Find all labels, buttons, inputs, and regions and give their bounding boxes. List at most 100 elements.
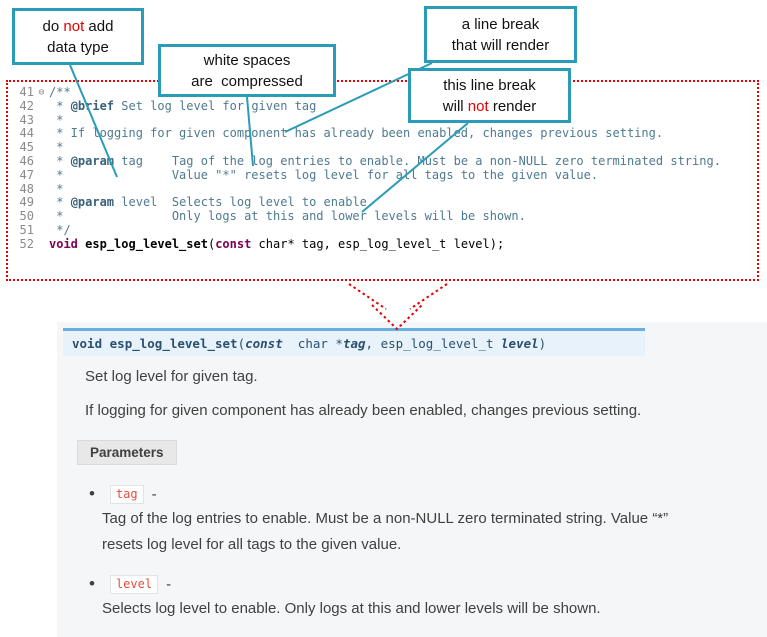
code-line: 51 */ bbox=[8, 222, 757, 238]
line-number: 43 bbox=[19, 112, 34, 127]
line-number: 52 bbox=[19, 236, 34, 251]
code-line: 48 * bbox=[8, 181, 757, 197]
code-line: 41⊖/** bbox=[8, 85, 757, 100]
code-segment: char* tag, esp_log_level_t level); bbox=[251, 236, 505, 251]
bullet-icon bbox=[89, 574, 95, 594]
code-segment: void bbox=[49, 236, 78, 251]
callout-no-data-type: do not add data type bbox=[12, 8, 144, 65]
param-description: Selects log level to enable. Only logs a… bbox=[102, 600, 601, 617]
render-arrow-right-edge bbox=[409, 283, 448, 310]
callout-text: will bbox=[442, 97, 468, 115]
signature-segment: tag bbox=[342, 336, 366, 351]
callout-text-line: that will render bbox=[451, 36, 550, 54]
line-number: 42 bbox=[19, 98, 34, 113]
function-signature-text: void esp_log_level_set(const char *tag, … bbox=[72, 336, 546, 351]
code-segment: @brief bbox=[70, 98, 115, 113]
code-text: */ bbox=[49, 222, 757, 238]
callout-text-line: data type bbox=[47, 38, 109, 56]
callout-text-line: white spaces bbox=[203, 51, 291, 69]
code-text: * Only logs at this and lower levels wil… bbox=[49, 209, 757, 224]
callout-text: do bbox=[42, 17, 64, 35]
line-number: 49 bbox=[19, 195, 34, 210]
bullet-icon bbox=[89, 484, 95, 504]
code-line: 44 * If logging for given component has … bbox=[8, 126, 757, 141]
callout-text-line: will not render bbox=[443, 96, 536, 117]
code-segment: * bbox=[49, 195, 71, 210]
signature-segment: void bbox=[72, 336, 110, 351]
fold-spacer bbox=[34, 100, 49, 114]
code-line: 46 * @param tag Tag of the log entries t… bbox=[8, 153, 757, 169]
code-segment: * bbox=[49, 98, 71, 113]
code-text: * bbox=[49, 112, 757, 128]
param-dash: - bbox=[166, 575, 172, 593]
code-segment: /** bbox=[49, 85, 71, 99]
param-description: Tag of the log entries to enable. Must b… bbox=[102, 510, 669, 553]
param-name-chip: tag bbox=[109, 484, 144, 504]
code-text: * @brief Set log level for given tag bbox=[49, 98, 757, 114]
callout-whitespace-compressed: white spaces are compressed bbox=[158, 44, 336, 97]
code-line: 52 void esp_log_level_set(const char* tag… bbox=[8, 236, 757, 252]
param-name-chip: level bbox=[109, 574, 159, 594]
fold-spacer bbox=[34, 155, 49, 169]
render-arrow-left-edge bbox=[348, 283, 387, 310]
line-number: 46 bbox=[19, 153, 34, 168]
callout-text-line: do not add bbox=[43, 16, 114, 37]
param-dash: - bbox=[151, 485, 157, 503]
parameter-item-tag: tag - bbox=[89, 484, 157, 504]
code-segment: * bbox=[49, 153, 71, 168]
code-segment: const bbox=[215, 236, 252, 251]
detailed-description: If logging for given component has alrea… bbox=[85, 402, 642, 419]
brief-description: Set log level for given tag. bbox=[85, 368, 258, 385]
line-number: 51 bbox=[19, 222, 34, 237]
fold-spacer bbox=[34, 224, 49, 238]
code-segment: @param bbox=[70, 153, 115, 168]
code-segment: esp_log_level_set bbox=[85, 236, 208, 251]
code-segment: level Selects log level to enable. bbox=[114, 195, 375, 210]
line-number: 48 bbox=[19, 181, 34, 196]
code-snippet-block: 41⊖/**42 * @brief Set log level for give… bbox=[6, 80, 759, 281]
code-text: * @param tag Tag of the log entries to e… bbox=[49, 153, 757, 169]
fold-spacer bbox=[34, 114, 49, 128]
callout-text-line: are compressed bbox=[191, 72, 303, 90]
code-line: 47 * Value "*" resets log level for all … bbox=[8, 167, 757, 183]
callout-line-break-renders: a line break that will render bbox=[424, 6, 577, 63]
fold-spacer bbox=[34, 141, 49, 155]
code-text: * bbox=[49, 181, 757, 197]
code-segment: * Value "*" resets log level for all tag… bbox=[49, 167, 599, 182]
function-signature: void esp_log_level_set(const char *tag, … bbox=[63, 328, 645, 356]
code-segment: * bbox=[49, 181, 64, 196]
code-text: * Value "*" resets log level for all tag… bbox=[49, 167, 757, 183]
code-text: * If logging for given component has alr… bbox=[49, 126, 757, 141]
code-text: * @param level Selects log level to enab… bbox=[49, 195, 757, 210]
rendered-docs-panel: void esp_log_level_set(const char *tag, … bbox=[57, 322, 767, 637]
signature-segment: esp_log_level_set bbox=[109, 336, 238, 351]
signature-segment: , bbox=[365, 336, 381, 351]
fold-spacer bbox=[34, 127, 49, 141]
code-line: 43 * bbox=[8, 112, 757, 128]
code-line: 50 * Only logs at this and lower levels … bbox=[8, 209, 757, 224]
code-text: void esp_log_level_set(const char* tag, … bbox=[49, 236, 757, 252]
fold-spacer bbox=[34, 183, 49, 197]
code-segment: @param bbox=[70, 195, 115, 210]
callout-line-break-not-render: this line break will not render bbox=[408, 68, 571, 123]
signature-segment: level bbox=[501, 336, 539, 351]
signature-segment: esp_log_level_t bbox=[380, 336, 502, 351]
code-text: /** bbox=[49, 85, 757, 100]
code-segment: * bbox=[49, 112, 64, 127]
code-text: * bbox=[49, 140, 757, 155]
line-number: 50 bbox=[19, 209, 34, 224]
code-segment: ( bbox=[207, 236, 216, 251]
line-number: 44 bbox=[19, 126, 34, 141]
fold-collapse-icon[interactable]: ⊖ bbox=[38, 87, 45, 98]
code-segment: * If logging for given component has alr… bbox=[49, 126, 664, 141]
line-number: 47 bbox=[19, 167, 34, 182]
code-segment: */ bbox=[49, 222, 71, 237]
fold-spacer bbox=[34, 210, 49, 224]
callout-text-highlight: not bbox=[63, 17, 85, 35]
callout-text: render bbox=[488, 97, 537, 115]
code-line: 45 * bbox=[8, 140, 757, 155]
code-segment: * bbox=[49, 140, 64, 155]
line-number: 45 bbox=[19, 140, 34, 155]
callout-text: add bbox=[84, 17, 114, 35]
